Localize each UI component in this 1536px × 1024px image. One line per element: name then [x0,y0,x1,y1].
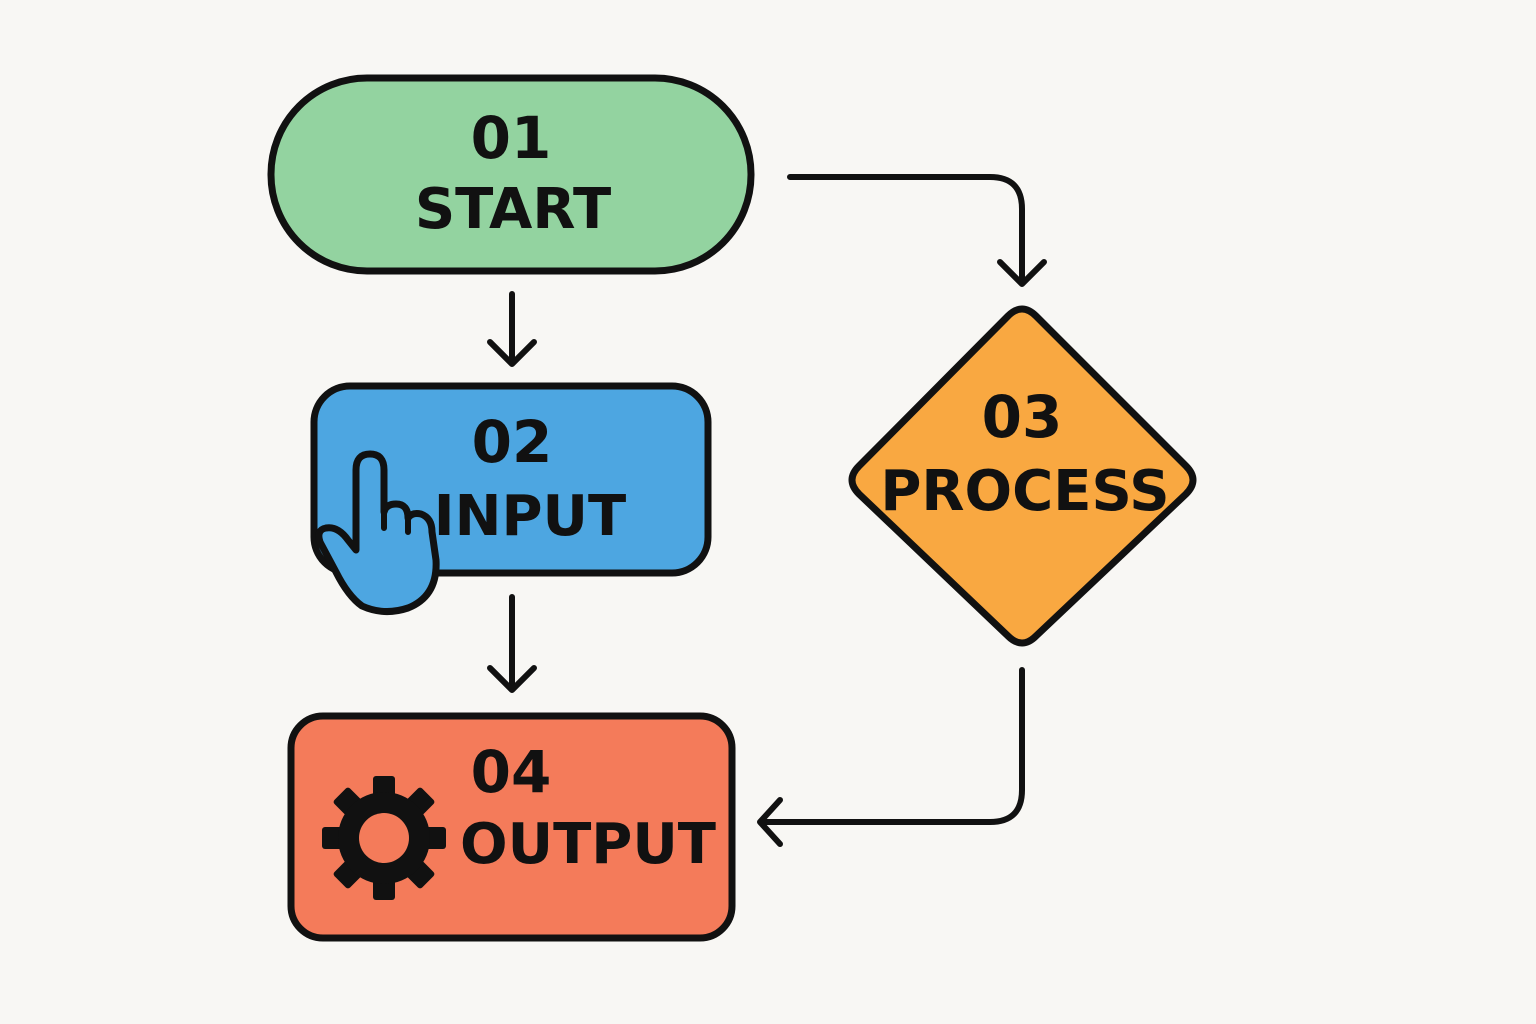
process-label: PROCESS [880,459,1169,524]
edge-process-to-output [757,667,1025,847]
node-process[interactable]: 03 PROCESS [848,305,1197,647]
edge-start-to-input [487,291,537,367]
output-number: 04 [471,738,552,806]
start-label: START [415,177,611,242]
pointing-hand-icon [315,450,440,615]
node-input[interactable]: 02 INPUT [310,382,712,615]
gear-icon [322,776,446,900]
process-diamond-shape [848,305,1197,647]
node-start[interactable]: 01 START [267,74,755,275]
start-number: 01 [471,104,552,172]
edge-input-to-output [487,594,537,693]
edge-start-to-process [787,174,1047,287]
input-number: 02 [472,408,553,476]
node-output[interactable]: 04 OUTPUT [287,712,736,942]
process-number: 03 [982,383,1063,451]
start-terminator-shape [267,74,755,275]
output-box-shape [287,712,736,942]
output-label: OUTPUT [460,812,716,877]
input-label: INPUT [434,484,626,549]
